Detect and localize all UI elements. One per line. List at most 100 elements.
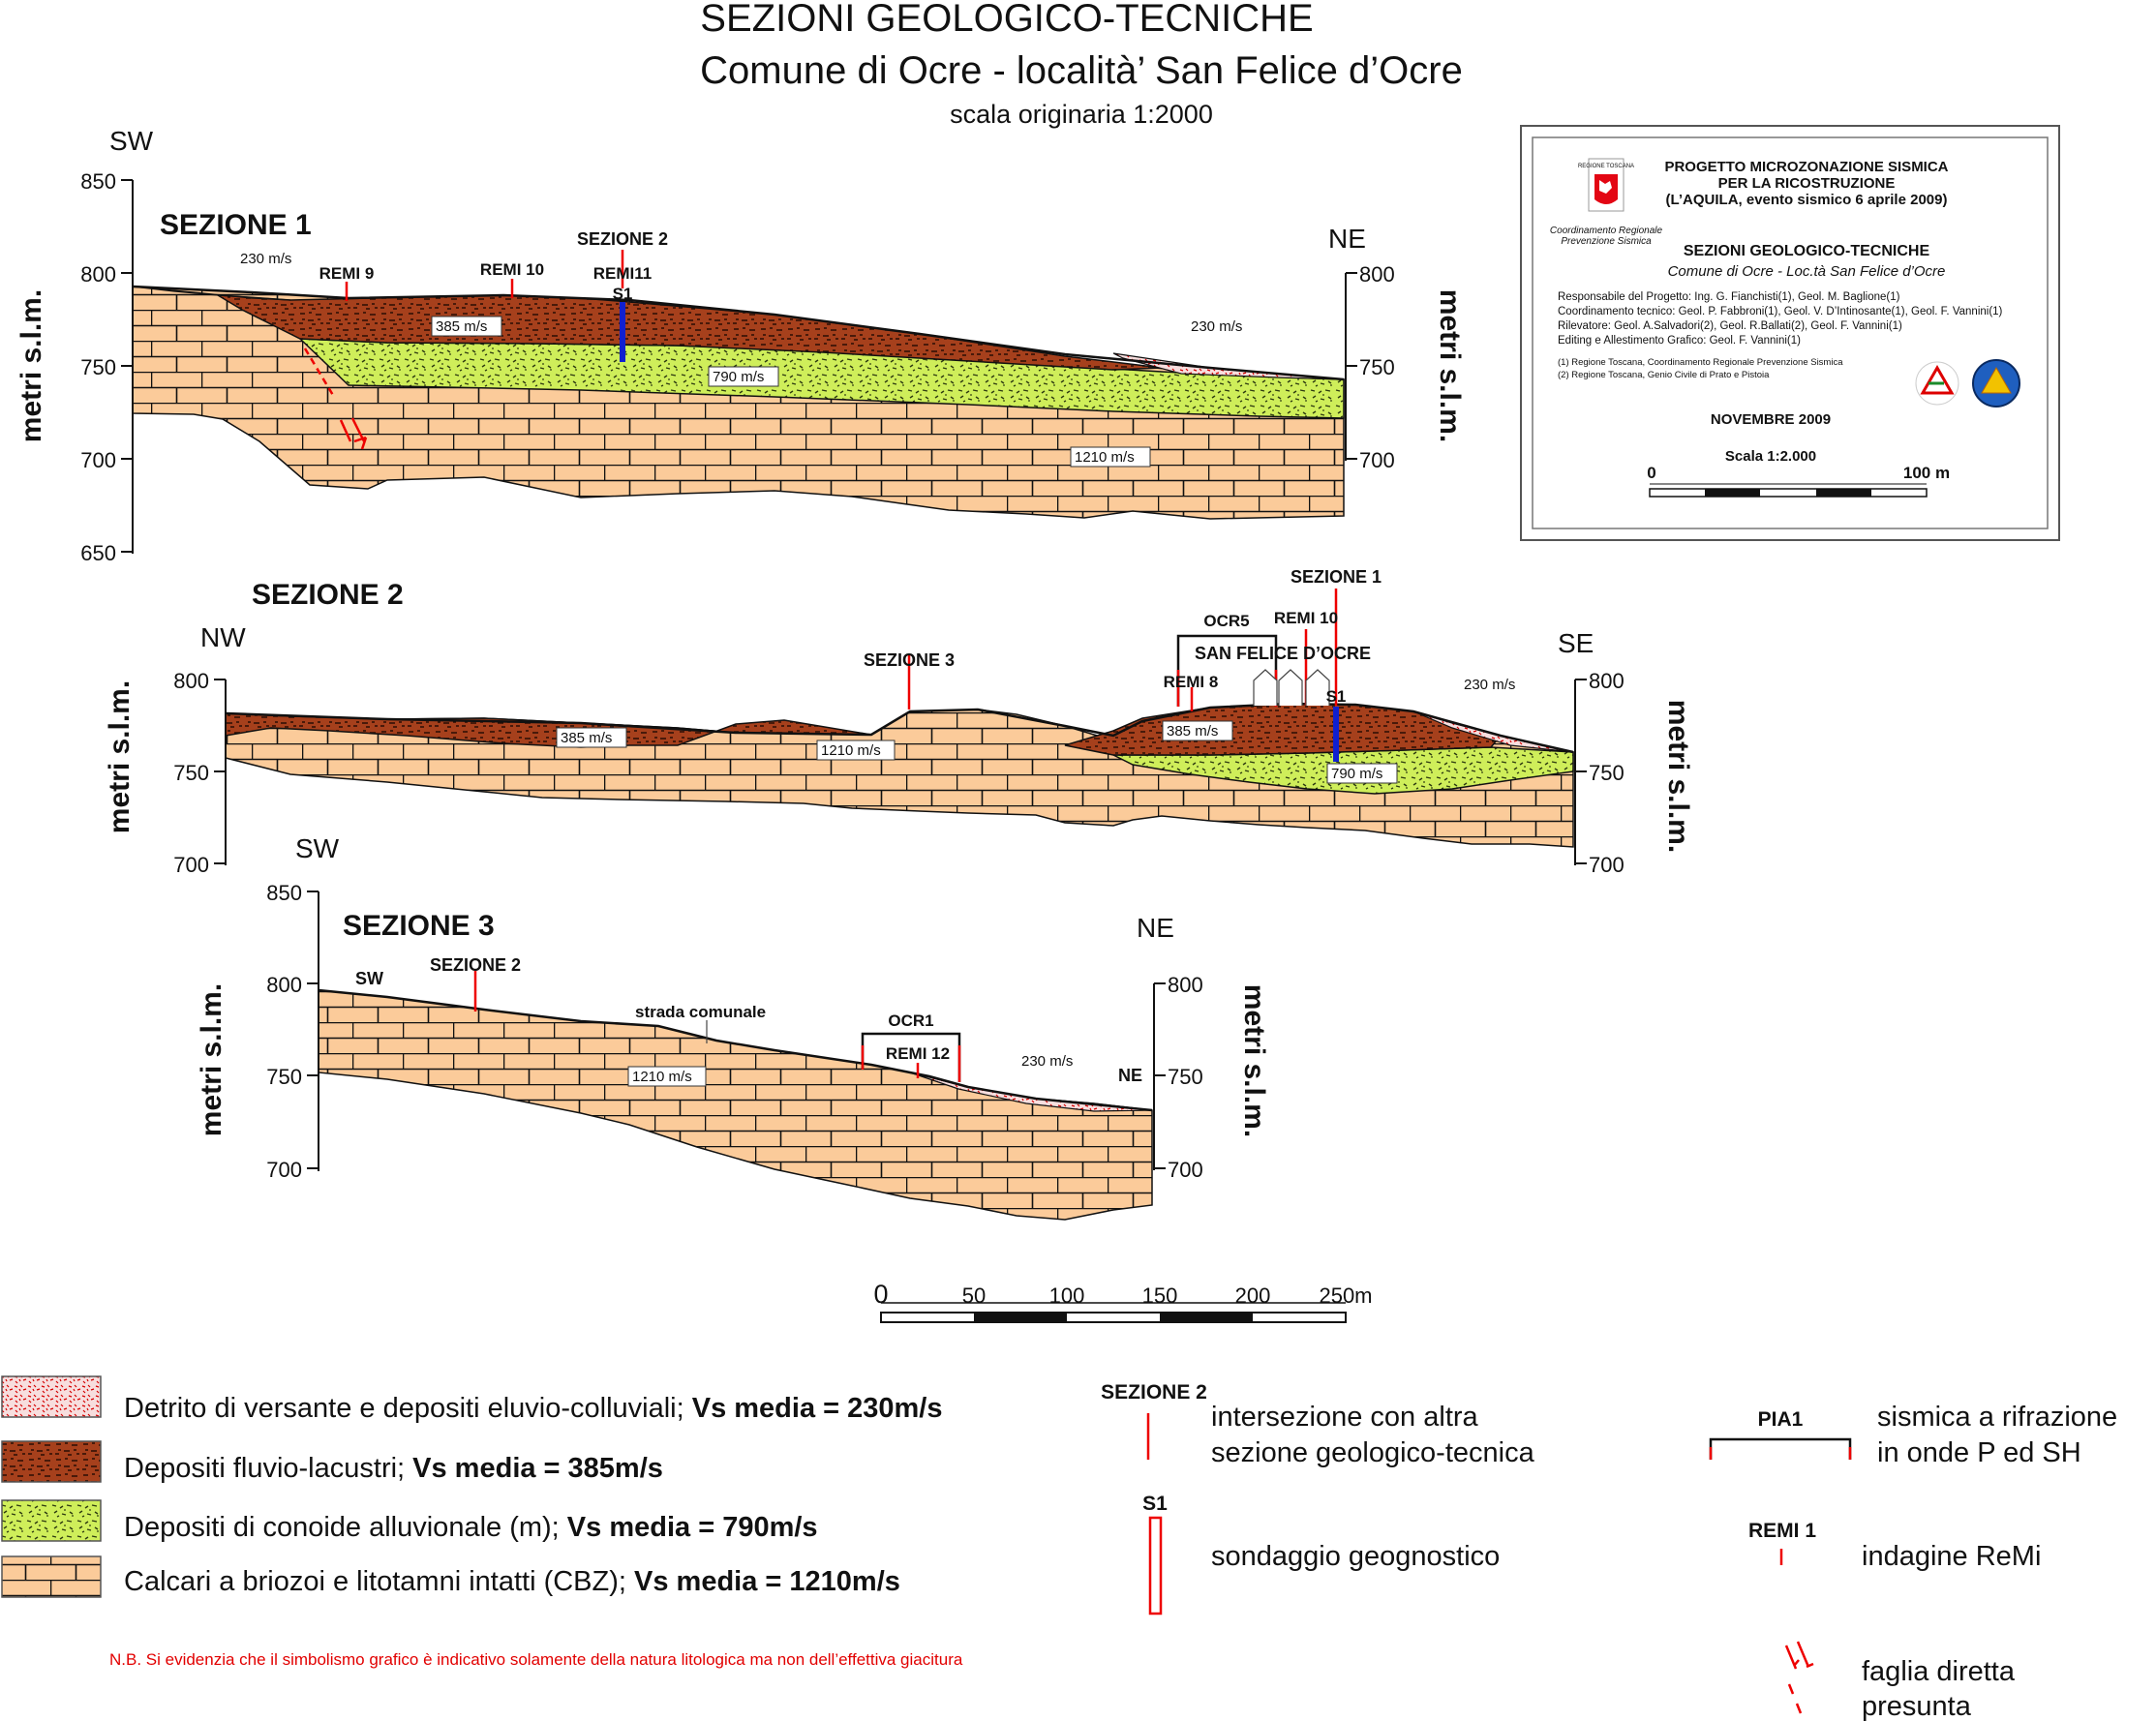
svg-text:Depositi di conoide alluvional: Depositi di conoide alluvionale (m); Vs … — [124, 1512, 818, 1543]
s2-borehole — [1333, 707, 1339, 762]
legend-item-sondaggio: S1 sondaggio geognostico — [1142, 1493, 1500, 1615]
legend-pia-label: PIA1 — [1758, 1408, 1804, 1431]
s1-fault — [303, 347, 368, 450]
s2-right-axis-title: metri s.l.m. — [1662, 700, 1694, 853]
s2-ocr5-label: OCR5 — [1203, 612, 1249, 630]
s1-tick-l-700: 700 — [80, 448, 116, 472]
legend-detrito-vs: Vs media = 230m/s — [692, 1393, 943, 1424]
s2-vs-385b: 385 m/s — [1167, 723, 1218, 740]
tb-scale-100: 100 m — [1903, 464, 1950, 482]
credit-3: Rilevatore: Geol. A.Salvadori(2), Geol. … — [1558, 320, 1902, 332]
credit-4: Editing e Allestimento Grafico: Geol. F.… — [1558, 335, 1801, 347]
legend-remi-text: indagine ReMi — [1862, 1541, 2041, 1572]
s1-borehole — [620, 302, 625, 362]
project-line2: PER LA RICOSTRUZIONE — [1718, 175, 1896, 192]
s3-tick-l-850: 850 — [266, 881, 302, 905]
note-2: (2) Regione Toscana, Genio Civile di Pra… — [1558, 370, 1770, 380]
legend-fluvio-vs: Vs media = 385m/s — [412, 1453, 663, 1484]
s3-strada-label: strada comunale — [635, 1003, 766, 1021]
s2-topo-profile — [225, 702, 1574, 754]
legend-sez-label: SEZIONE 2 — [1101, 1381, 1207, 1404]
legend-fluvio-text: Depositi fluvio-lacustri; — [124, 1453, 412, 1484]
s1-vs-385: 385 m/s — [436, 318, 487, 335]
s3-tick-r-800: 800 — [1168, 973, 1203, 997]
s1-dir-right: NE — [1328, 224, 1366, 254]
coord-line2: Prevenzione Sismica — [1561, 236, 1652, 247]
s1-tick-r-750: 750 — [1359, 355, 1395, 379]
s1-tick-l-850: 850 — [80, 169, 116, 194]
s3-remi12-label: REMI 12 — [886, 1044, 950, 1063]
s3-tick-r-750: 750 — [1168, 1065, 1203, 1089]
s2-town-houses — [1253, 669, 1330, 706]
s2-remi10-label: REMI 10 — [1274, 609, 1338, 627]
s3-section-name: SEZIONE 3 — [343, 910, 495, 942]
s2-left-axis-title: metri s.l.m. — [104, 680, 136, 833]
svg-text:Depositi fluvio-lacustri; Vs m: Depositi fluvio-lacustri; Vs media = 385… — [124, 1453, 663, 1484]
s1-tick-r-800: 800 — [1359, 262, 1395, 287]
legend-note: N.B. Si evidenzia che il simbolismo graf… — [109, 1650, 963, 1669]
s1-remi11-label: REMI11 — [593, 264, 652, 283]
legend-s1-text: sondaggio geognostico — [1211, 1541, 1500, 1572]
s2-tick-r-700: 700 — [1589, 853, 1625, 877]
legend-item-detrito: Detrito di versante e depositi eluvio-co… — [1, 1375, 943, 1424]
s1-vs-labels: 230 m/s 385 m/s 230 m/s 790 m/s 1210 m/s — [240, 251, 1242, 468]
title-line2: Comune di Ocre - località’ San Felice d’… — [700, 49, 1463, 92]
scale-200: 200 — [1235, 1283, 1271, 1308]
credit-2: Coordinamento tecnico: Geol. P. Fabbroni… — [1558, 306, 2003, 317]
legend-conoide-text: Depositi di conoide alluvionale (m); — [124, 1512, 567, 1543]
credit-1: Responsabile del Progetto: Ing. G. Fianc… — [1558, 291, 1900, 303]
tb-date: NOVEMBRE 2009 — [1711, 411, 1831, 428]
s3-left-axis-title: metri s.l.m. — [196, 983, 228, 1136]
legend-sez-text1: intersezione con altra — [1211, 1402, 1479, 1433]
tb-scale-0: 0 — [1647, 464, 1655, 482]
s2-fluvio-layer-b — [1064, 703, 1503, 756]
s1-right-axis-title: metri s.l.m. — [1434, 289, 1466, 442]
s1-vs-790: 790 m/s — [713, 369, 764, 385]
s3-tick-l-700: 700 — [266, 1158, 302, 1182]
sheet-title: SEZIONI GEOLOGICO-TECNICHE Comune di Ocr… — [700, 0, 1463, 129]
s1-vs-230b: 230 m/s — [1191, 318, 1242, 335]
s3-dir-right: NE — [1137, 913, 1174, 943]
s2-tick-r-800: 800 — [1589, 669, 1625, 693]
s2-vs-790: 790 m/s — [1331, 766, 1382, 782]
s1-remi9-label: REMI 9 — [319, 264, 375, 283]
s1-left-axis-title: metri s.l.m. — [15, 289, 47, 442]
s3-tick-l-800: 800 — [266, 973, 302, 997]
s3-right-axis: 800 750 700 metri s.l.m. NE — [1137, 913, 1270, 1182]
s3-sezione2-label: SEZIONE 2 — [430, 955, 521, 975]
scale-150: 150 — [1142, 1283, 1178, 1308]
s2-section-name: SEZIONE 2 — [252, 579, 404, 611]
regione-toscana-logo: REGIONE TOSCANA — [1578, 158, 1634, 212]
s2-tick-r-750: 750 — [1589, 761, 1625, 785]
scale-50: 50 — [962, 1283, 986, 1308]
s1-tick-l-800: 800 — [80, 262, 116, 287]
s1-topo-profile — [132, 285, 1345, 381]
s3-tick-r-700: 700 — [1168, 1158, 1203, 1182]
s2-fluvio-layer-a — [225, 712, 872, 748]
s3-vs-1210: 1210 m/s — [632, 1069, 692, 1085]
s1-tick-l-750: 750 — [80, 355, 116, 379]
title-block: REGIONE TOSCANA Coordinamento Regionale … — [1520, 125, 2060, 541]
legend-conoide-vs: Vs media = 790m/s — [567, 1512, 818, 1543]
tb-title: SEZIONI GEOLOGICO-TECNICHE — [1684, 243, 1930, 259]
s2-right-axis: 800 750 700 metri s.l.m. SE — [1558, 628, 1694, 877]
s2-sezione3-label: SEZIONE 3 — [864, 650, 955, 670]
s2-vs-labels: 385 m/s 1210 m/s 385 m/s 230 m/s 790 m/s — [556, 677, 1515, 784]
s3-calcari-layer — [318, 989, 1153, 1221]
scale-250m: 250m — [1319, 1283, 1372, 1308]
project-line3: (L’AQUILA, evento sismico 6 aprile 2009) — [1666, 192, 1948, 208]
legend-item-fluvio: Depositi fluvio-lacustri; Vs media = 385… — [1, 1440, 663, 1484]
legend-item-remi: REMI 1 indagine ReMi — [1748, 1520, 2041, 1572]
legend-fault-text2: presunta — [1862, 1691, 1972, 1721]
s3-right-axis-title: metri s.l.m. — [1238, 984, 1270, 1137]
scale-0: 0 — [873, 1280, 888, 1309]
note-1: (1) Regione Toscana, Coordinamento Regio… — [1558, 357, 1843, 368]
legend-item-conoide: Depositi di conoide alluvionale (m); Vs … — [1, 1499, 818, 1543]
legend-item-sezione: SEZIONE 2 intersezione con altra sezione… — [1101, 1381, 1534, 1468]
legend-calcari-text: Calcari a briozoi e litotamni intatti (C… — [124, 1566, 634, 1597]
section-1: 850 800 750 700 650 metri s.l.m. SW 800 … — [15, 126, 1466, 565]
s1-vs-1210: 1210 m/s — [1075, 449, 1135, 466]
legend-item-pia: PIA1 sismica a rifrazione in onde P ed S… — [1709, 1402, 2117, 1468]
s1-dir-left: SW — [109, 126, 154, 156]
